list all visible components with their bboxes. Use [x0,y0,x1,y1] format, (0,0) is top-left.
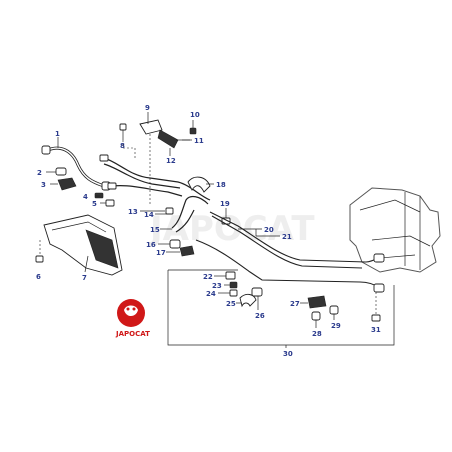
pipe-bundle [99,154,211,201]
label-7: 7 [82,274,87,282]
label-25: 25 [226,300,236,308]
label-18: 18 [216,181,226,189]
fitting-28 [311,311,321,321]
label-23: 23 [212,282,222,290]
label-24: 24 [206,290,216,298]
bolt-10 [189,127,197,135]
label-16: 16 [146,241,156,249]
fitting-16 [169,239,181,249]
fitting-29 [329,305,339,315]
fitting-5 [105,199,115,207]
long-fuel-line [195,211,385,293]
bracket-12 [157,129,190,149]
label-30: 30 [283,350,293,358]
fitting-22 [225,271,236,280]
label-27: 27 [290,300,300,308]
pipe-15 [171,195,209,233]
label-12: 12 [166,157,176,165]
bolt-31 [371,314,381,322]
label-5: 5 [92,200,97,208]
label-2: 2 [37,169,42,177]
hose-25 [239,293,257,308]
clip-13-14 [165,207,174,215]
clip-8 [119,123,127,131]
label-21: 21 [282,233,292,241]
bolt-24 [229,289,238,297]
clip-23 [229,281,238,289]
fitting-4 [94,192,104,199]
label-15: 15 [150,226,160,234]
label-3: 3 [41,181,46,189]
label-22: 22 [203,273,213,281]
label-10: 10 [190,111,200,119]
fitting-26 [251,287,263,297]
label-13: 13 [128,208,138,216]
hose-18 [187,176,211,193]
label-20: 20 [264,226,274,234]
bracket-27 [307,295,327,309]
label-8: 8 [120,142,125,150]
logo-text: JAPOCAT [115,330,150,338]
label-11: 11 [194,137,204,145]
bracket-3 [57,177,77,191]
bracket-9 [139,119,163,135]
label-28: 28 [312,330,322,338]
japocat-logo: JAPOCAT [115,299,150,338]
bolt-6 [35,255,44,263]
label-14: 14 [144,211,154,219]
engine-block [349,187,441,273]
label-31: 31 [371,326,381,334]
label-19: 19 [220,200,230,208]
label-6: 6 [36,273,41,281]
hose-1 [41,145,111,191]
label-26: 26 [255,312,265,320]
clip-2 [55,167,67,176]
clamp-17 [179,245,195,257]
label-1: 1 [55,130,60,138]
label-9: 9 [145,104,150,112]
label-17: 17 [156,249,166,257]
guard-7 [43,214,123,276]
label-4: 4 [83,193,88,201]
label-29: 29 [331,322,341,330]
